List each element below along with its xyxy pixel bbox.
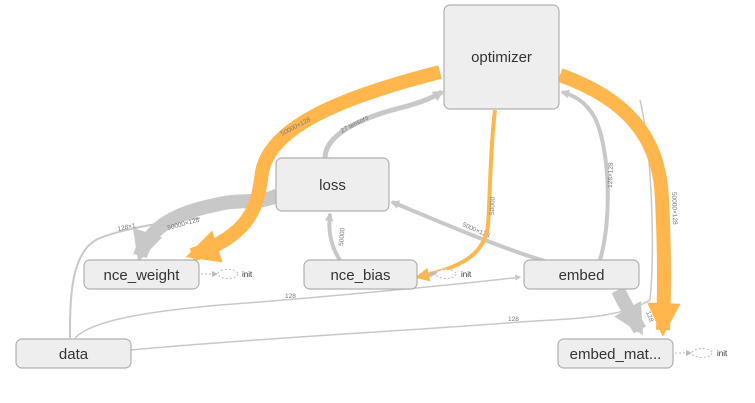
init-nce-weight: init xyxy=(201,269,253,279)
edge-optimizer-to-embed-mat xyxy=(557,68,681,337)
init-label-nce-weight: init xyxy=(242,270,253,279)
init-nce-bias: init xyxy=(419,269,472,279)
node-data[interactable]: data xyxy=(15,338,132,369)
edge-loss-to-optimizer xyxy=(322,89,444,159)
edge-label-loss-to-optimizer: 27 tensors xyxy=(340,114,371,135)
edge-label-data-to-embed: 128 xyxy=(285,293,296,300)
init-label-nce-bias: init xyxy=(461,270,472,279)
node-label-nce-bias: nce_bias xyxy=(330,267,390,284)
node-loss[interactable]: loss xyxy=(275,157,390,212)
edge-label-data-to-embed-mat: 128 xyxy=(508,316,519,323)
edge-optimizer-to-nce-bias xyxy=(415,109,497,282)
edge-label-nce-bias-to-loss: 50000 xyxy=(338,227,347,246)
node-label-embed: embed xyxy=(559,267,605,284)
edge-label-data-to-nce-weight: 128×1 xyxy=(117,222,137,233)
node-embed-mat[interactable]: embed_mat... xyxy=(557,338,674,369)
init-embed-mat: init xyxy=(675,348,728,358)
node-label-optimizer: optimizer xyxy=(471,49,532,66)
edge-data-to-embed-mat xyxy=(129,99,654,351)
edge-embed-to-loss xyxy=(390,200,549,264)
node-nce-weight[interactable]: nce_weight xyxy=(83,259,200,290)
edge-label-optimizer-to-embed-mat: 50000×128 xyxy=(670,192,678,225)
node-optimizer[interactable]: optimizer xyxy=(443,4,560,110)
edge-label-embed-to-embed-mat: 128 xyxy=(644,310,654,323)
node-label-loss: loss xyxy=(319,177,346,194)
edge-label-optimizer-to-nce-bias: 50000 xyxy=(489,196,497,215)
edge-label-embed-to-optimizer: 128×128 xyxy=(607,162,615,188)
edge-data-to-embed xyxy=(74,274,522,339)
edge-nce-bias-to-loss xyxy=(324,212,342,262)
edge-nce-weight-to-optimizer xyxy=(185,65,442,263)
node-embed[interactable]: embed xyxy=(523,259,640,290)
node-label-nce-weight: nce_weight xyxy=(104,267,181,284)
init-label-embed-mat: init xyxy=(717,349,728,358)
node-label-data: data xyxy=(59,346,89,363)
node-nce-bias[interactable]: nce_bias xyxy=(303,259,418,290)
edge-embed-to-embed-mat xyxy=(611,287,647,336)
edge-embed-to-optimizer xyxy=(560,89,610,261)
node-label-embed-mat: embed_mat... xyxy=(570,346,662,363)
